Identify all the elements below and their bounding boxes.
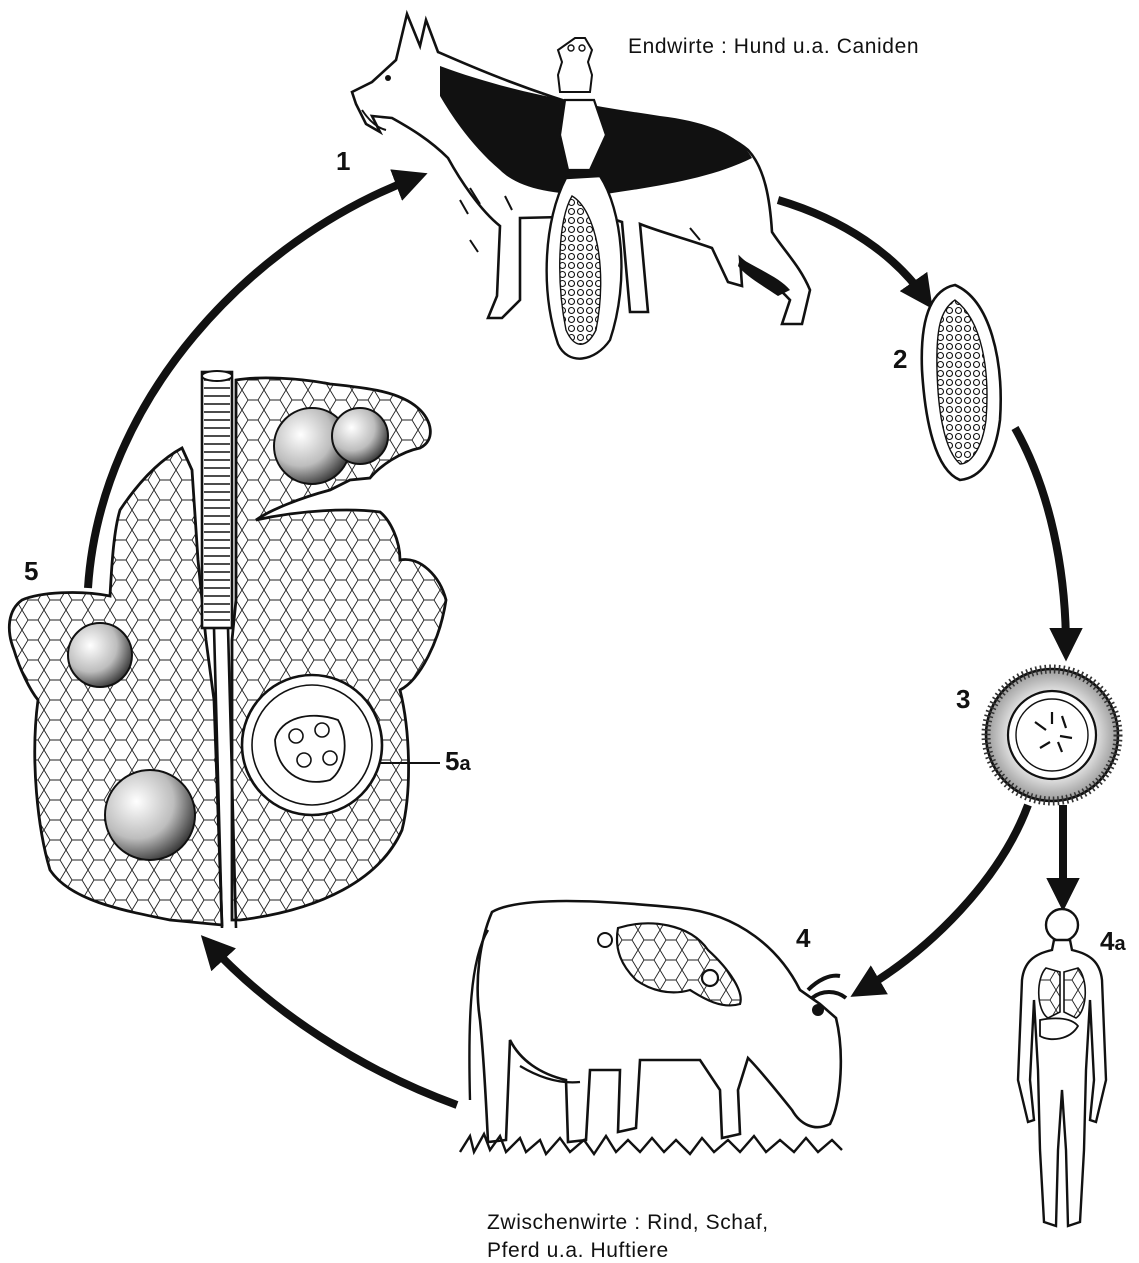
egg-oncosphere-illustration (986, 669, 1118, 801)
stage-label-2: 2 (893, 346, 907, 372)
arrow-3-to-4 (862, 805, 1028, 990)
stage-label-5: 5 (24, 558, 38, 584)
stage-label-3: 3 (956, 686, 970, 712)
arrow-4-to-5 (210, 945, 457, 1105)
intermediate-host-caption-line1: Zwischenwirte : Rind, Schaf, (487, 1210, 769, 1236)
human-figure-illustration (1018, 909, 1106, 1226)
stage-label-4a-number: 4 (1100, 926, 1114, 956)
adult-tapeworm-illustration (547, 38, 622, 359)
stage-label-5a: 5a (445, 748, 471, 774)
stage-label-4a: 4a (1100, 928, 1126, 954)
arrow-2-to-3 (1015, 428, 1066, 648)
cow-illustration (460, 901, 846, 1154)
stage-label-1: 1 (336, 148, 350, 174)
stage-label-5a-suffix: a (459, 753, 470, 775)
stage-label-5a-number: 5 (445, 746, 459, 776)
stage-label-4: 4 (796, 925, 810, 951)
definitive-host-caption: Endwirte : Hund u.a. Caniden (628, 34, 919, 60)
gravid-proglottid-illustration (922, 285, 1001, 480)
intermediate-host-caption-line2: Pferd u.a. Huftiere (487, 1238, 669, 1263)
lung-with-hydatid-cysts-illustration (9, 371, 446, 928)
stage-label-4a-suffix: a (1114, 933, 1125, 955)
